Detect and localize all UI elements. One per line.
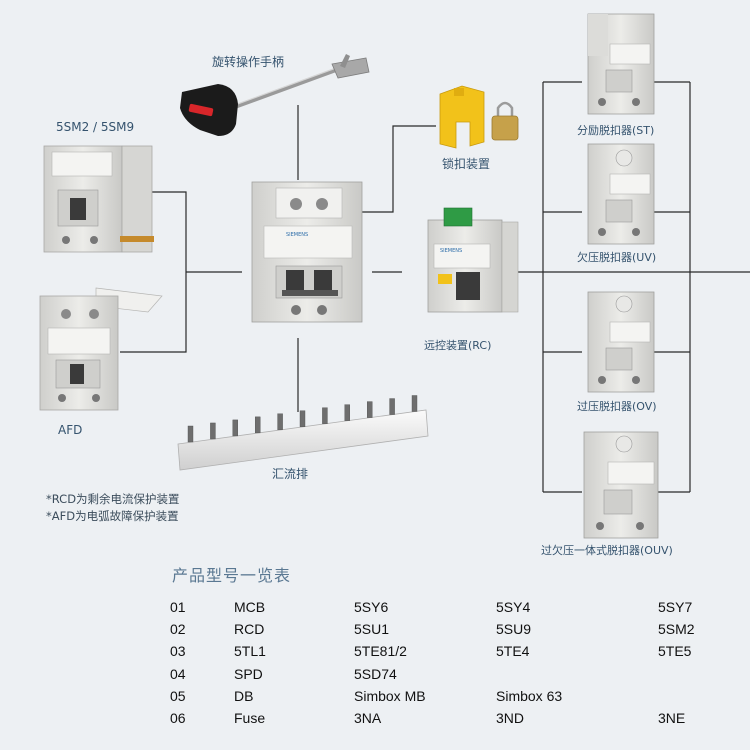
- label-overvoltage-trip: 过压脱扣器(OV): [577, 400, 657, 413]
- model-cell: 3NE: [658, 710, 686, 727]
- note-rcd: *RCD为剩余电流保护装置: [46, 492, 180, 506]
- label-ouv-trip: 过欠压一体式脱扣器(OUV): [541, 544, 673, 557]
- model-cell: 5TE4: [496, 643, 530, 660]
- row-number: 03: [170, 643, 186, 660]
- label-lock-device: 锁扣装置: [442, 157, 491, 171]
- ouv-trip-device: [583, 431, 659, 539]
- busbar-pin: [299, 410, 306, 427]
- table-row: 06 Fuse 3NA 3ND 3NE: [170, 707, 718, 729]
- label-afd: AFD: [58, 423, 83, 437]
- model-cell: 5SY6: [354, 599, 389, 616]
- label-rotary-handle: 旋转操作手柄: [212, 55, 285, 69]
- busbar-pin: [344, 404, 350, 421]
- product-type: 5TL1: [234, 643, 266, 660]
- afd-device: [39, 287, 163, 411]
- model-cell: [658, 685, 718, 707]
- model-cell: 5SU9: [496, 621, 532, 638]
- table-row: 03 5TL1 5TE81/2 5TE4 5TE5: [170, 640, 718, 662]
- label-undervoltage-trip: 欠压脱扣器(UV): [577, 251, 657, 264]
- model-cell: 5SY7: [658, 599, 693, 616]
- line-lock-to-mcb: [362, 125, 436, 213]
- busbar-pin: [411, 395, 418, 412]
- rc-brand-mark: SIEMENS: [440, 248, 462, 254]
- rotary-handle-device: [180, 54, 370, 136]
- row-number: 01: [170, 599, 186, 616]
- mcb-brand-mark: SIEMENS: [286, 232, 308, 238]
- model-cell: 5TE5: [658, 643, 692, 660]
- label-shunt-trip: 分励脱扣器(ST): [577, 124, 655, 137]
- busbar-device: [177, 395, 429, 471]
- row-number: 06: [170, 710, 186, 727]
- busbar-pin: [210, 422, 216, 440]
- model-cell: 3NA: [354, 710, 382, 727]
- product-type: MCB: [234, 599, 266, 616]
- busbar-pin: [389, 398, 395, 415]
- overvoltage-trip-device: [587, 291, 655, 393]
- connection-lines: [120, 81, 750, 493]
- model-cell: Simbox 63: [496, 687, 563, 704]
- mcb-device: SIEMENS: [251, 181, 363, 323]
- model-cell: 3ND: [496, 710, 525, 727]
- table-row: 01 MCB 5SY6 5SY4 5SY7: [170, 596, 718, 618]
- product-type: RCD: [234, 621, 265, 638]
- model-cell: [658, 663, 718, 685]
- label-remote-control: 远控装置(RC): [424, 339, 492, 352]
- busbar-pin: [232, 419, 239, 437]
- table-row: 04 SPD 5SD74: [170, 663, 718, 685]
- remote-control-device: SIEMENS: [427, 207, 519, 313]
- model-cell: 5SD74: [354, 665, 397, 682]
- row-number: 04: [170, 665, 186, 682]
- note-afd: *AFD为电弧故障保护装置: [46, 509, 179, 523]
- model-cell: 5SM2: [658, 621, 695, 638]
- row-number: 05: [170, 687, 186, 704]
- label-busbar: 汇流排: [272, 467, 309, 481]
- product-type: SPD: [234, 665, 263, 682]
- undervoltage-trip-device: [587, 143, 655, 245]
- rcd-device: [43, 145, 154, 253]
- model-cell: 5TE81/2: [354, 643, 407, 660]
- table-row: 05 DB Simbox MB Simbox 63: [170, 685, 718, 707]
- product-type: DB: [234, 687, 254, 704]
- busbar-pin: [277, 413, 283, 430]
- busbar-pin: [367, 401, 373, 418]
- product-type: Fuse: [234, 710, 266, 727]
- label-rcd-series: 5SM2 / 5SM9: [56, 120, 135, 134]
- product-model-table: 01 MCB 5SY6 5SY4 5SY7 02 RCD 5SU1 5SU9 5…: [170, 596, 718, 729]
- model-cell: Simbox MB: [354, 687, 426, 704]
- row-number: 02: [170, 621, 186, 638]
- busbar-pin: [254, 416, 261, 434]
- busbar-pin: [187, 425, 194, 443]
- shunt-trip-device: [587, 13, 655, 115]
- table-row: 02 RCD 5SU1 5SU9 5SM2: [170, 618, 718, 640]
- lock-device: [439, 85, 519, 149]
- table-title: 产品型号一览表: [172, 566, 292, 585]
- busbar-pin: [322, 407, 328, 424]
- model-cell: 5SU1: [354, 621, 390, 638]
- model-cell: 5SY4: [496, 599, 531, 616]
- model-cell: [496, 663, 658, 685]
